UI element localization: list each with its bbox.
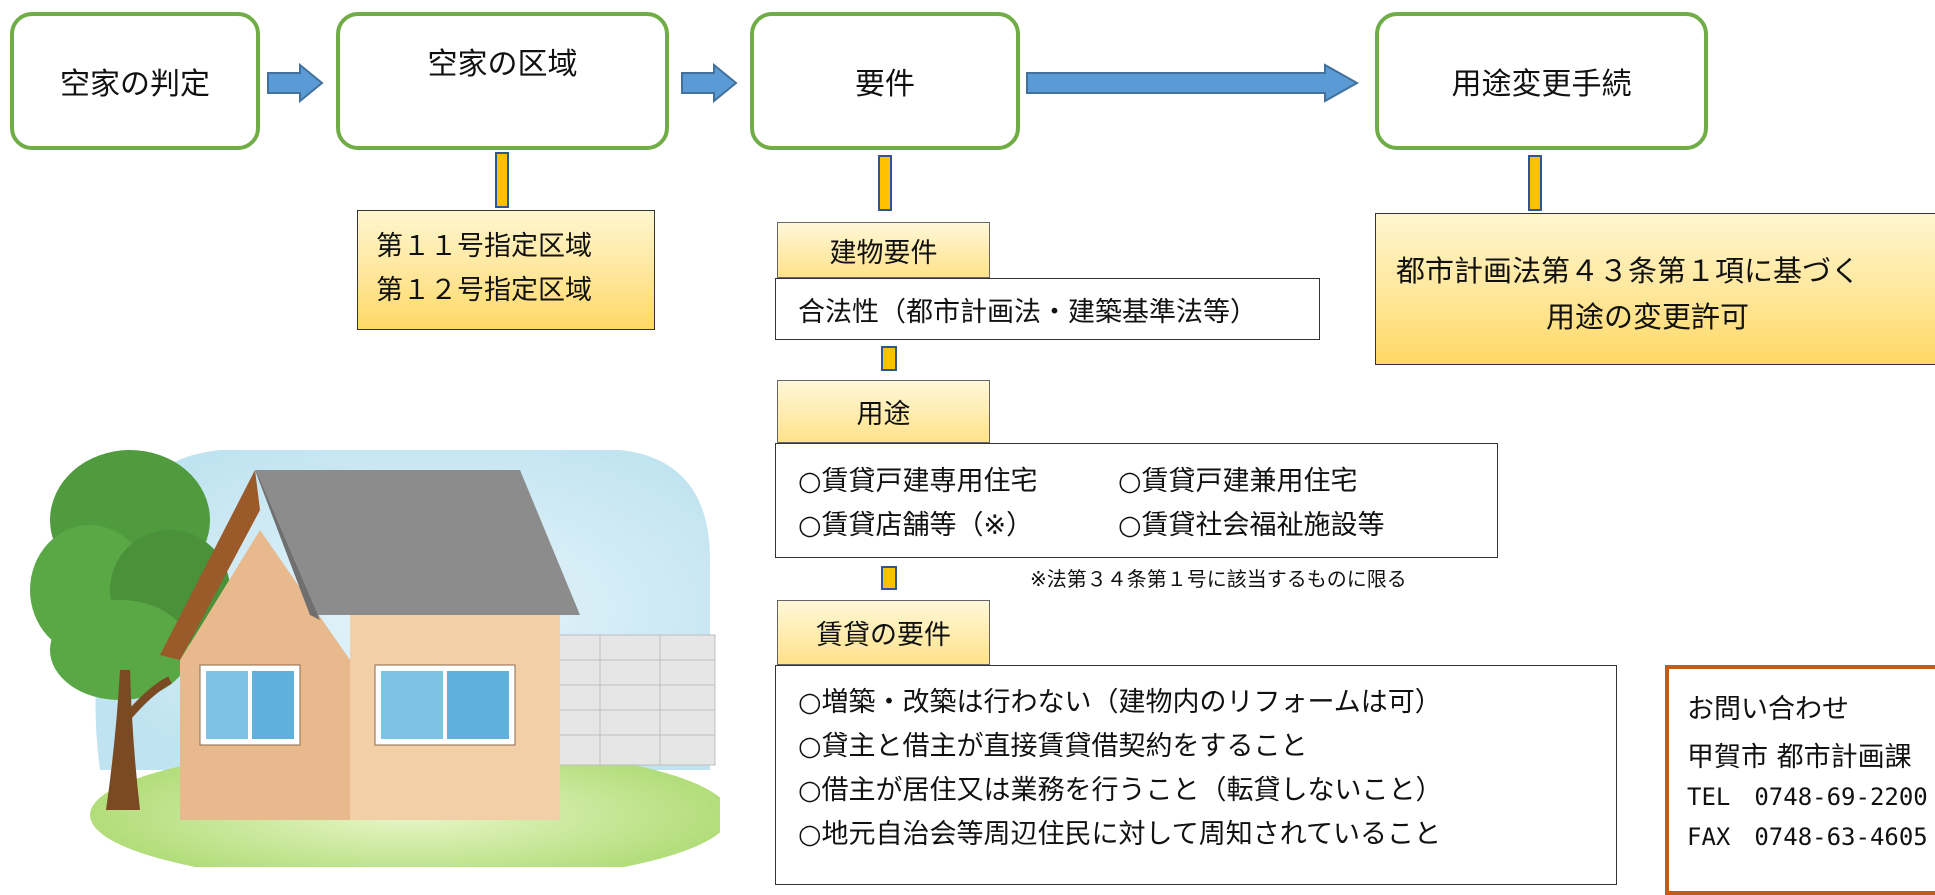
usage-item: ○賃貸社会福祉施設等 bbox=[1118, 510, 1385, 541]
use-change-permit-box: 都市計画法第４３条第１項に基づく 用途の変更許可 bbox=[1375, 213, 1935, 365]
connector bbox=[1528, 155, 1542, 211]
building-requirement-box: 合法性（都市計画法・建築基準法等） bbox=[775, 278, 1320, 340]
contact-org: 甲賀市 都市計画課 bbox=[1687, 742, 1912, 773]
connector bbox=[881, 346, 897, 371]
usage-label: 用途 bbox=[777, 380, 990, 443]
usage-item: ○賃貸戸建兼用住宅 bbox=[1118, 466, 1358, 497]
connector bbox=[881, 566, 897, 590]
wall-fence-icon bbox=[539, 634, 716, 766]
building-requirement-label: 建物要件 bbox=[777, 222, 990, 278]
rental-item: ○貸主と借主が直接賃貸借契約をすること bbox=[798, 731, 1308, 762]
long-arrow-right-icon bbox=[1026, 63, 1360, 103]
tree-icon bbox=[30, 450, 230, 810]
stage-label: 要件 bbox=[855, 67, 915, 102]
building-requirement-text: 合法性（都市計画法・建築基準法等） bbox=[798, 296, 1257, 328]
house-icon bbox=[160, 470, 580, 820]
district-line: 第１２号指定区域 bbox=[376, 275, 592, 306]
arrow-right-icon bbox=[267, 63, 324, 103]
label-text: 建物要件 bbox=[829, 237, 938, 269]
stage-requirements: 要件 bbox=[750, 12, 1020, 150]
usage-item: ○賃貸戸建専用住宅 bbox=[798, 466, 1038, 497]
stage-use-change-procedure: 用途変更手続 bbox=[1375, 12, 1708, 150]
house-illustration bbox=[30, 450, 720, 867]
rental-item: ○地元自治会等周辺住民に対して周知されていること bbox=[798, 819, 1441, 850]
rental-requirement-label: 賃貸の要件 bbox=[777, 600, 990, 665]
contact-tel: TEL 0748-69-2200 bbox=[1687, 783, 1928, 811]
permit-line: 用途の変更許可 bbox=[1546, 300, 1750, 334]
arrow-right-icon bbox=[681, 63, 738, 103]
district-line: 第１１号指定区域 bbox=[376, 231, 592, 262]
designated-district-box: 第１１号指定区域 第１２号指定区域 bbox=[357, 210, 655, 330]
rental-requirement-box: ○増築・改築は行わない（建物内のリフォームは可） ○貸主と借主が直接賃貸借契約を… bbox=[775, 665, 1617, 885]
stage-vacancy-zone: 空家の区域 bbox=[336, 12, 669, 150]
stage-vacancy-judgement: 空家の判定 bbox=[10, 12, 260, 150]
connector bbox=[495, 152, 509, 208]
contact-title: お問い合わせ bbox=[1687, 694, 1849, 725]
contact-fax: FAX 0748-63-4605 bbox=[1687, 823, 1928, 851]
usage-item: ○賃貸店舗等（※） bbox=[798, 510, 1034, 541]
permit-line: 都市計画法第４３条第１項に基づく bbox=[1396, 254, 1861, 288]
usage-note: ※法第３４条第１号に該当するものに限る bbox=[1030, 567, 1407, 591]
stage-label: 空家の区域 bbox=[427, 47, 578, 82]
rental-item: ○増築・改築は行わない（建物内のリフォームは可） bbox=[798, 687, 1442, 718]
connector bbox=[878, 155, 892, 211]
label-text: 賃貸の要件 bbox=[816, 620, 951, 651]
rental-item: ○借主が居住又は業務を行うこと（転貸しないこと） bbox=[798, 775, 1443, 806]
usage-box: ○賃貸戸建専用住宅 ○賃貸戸建兼用住宅 ○賃貸店舗等（※） ○賃貸社会福祉施設等 bbox=[775, 443, 1498, 558]
contact-box: お問い合わせ 甲賀市 都市計画課 TEL 0748-69-2200 FAX 07… bbox=[1665, 665, 1935, 895]
stage-label: 空家の判定 bbox=[60, 67, 210, 102]
label-text: 用途 bbox=[856, 399, 911, 430]
stage-label: 用途変更手続 bbox=[1451, 67, 1632, 102]
